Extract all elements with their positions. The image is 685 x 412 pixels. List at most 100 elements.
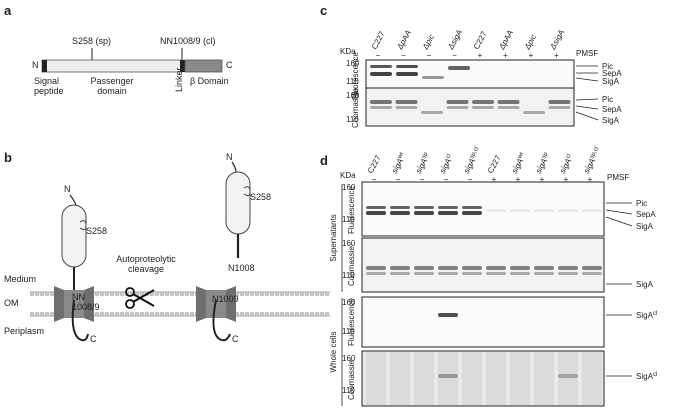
d-pmsf-label: PMSF xyxy=(607,173,629,182)
b-s258-right: S258 xyxy=(250,192,271,202)
gel-band xyxy=(510,209,530,212)
b-om-label: OM xyxy=(4,298,19,308)
c-lane-header: ΔsigA xyxy=(446,28,464,52)
b-c-left: C xyxy=(90,334,97,344)
b-s258-left: S258 xyxy=(86,226,107,236)
gel-band xyxy=(366,272,386,275)
c-fluorescence-bands xyxy=(370,65,470,79)
b-nn-left-2: 1008/9 xyxy=(72,302,100,312)
gel-lane-smear xyxy=(582,352,602,405)
d-mw-160-2: 160 xyxy=(342,239,356,248)
a-beta-segment xyxy=(184,59,223,73)
d-pmsf-sign: − xyxy=(372,175,377,184)
c-fluorescence-label: Fluorescence xyxy=(351,51,360,100)
c-mw-110-top: 110 xyxy=(346,77,359,86)
d-pmsf-sign: − xyxy=(444,175,449,184)
gel-lane-smear xyxy=(462,352,482,405)
c-pmsf-sign: + xyxy=(529,51,534,60)
d-pmsf-sign: + xyxy=(564,175,569,184)
gel-band xyxy=(421,111,443,114)
d-mw-110-1: 110 xyxy=(342,215,355,224)
d-wc-fluorescence-blot xyxy=(361,296,605,348)
gel-band xyxy=(497,100,520,104)
gel-band xyxy=(390,211,410,215)
d-lane-header: C227 xyxy=(366,153,383,175)
c-arrows-bot xyxy=(575,98,599,121)
c-lane-header: Δpic xyxy=(420,33,436,52)
panel-a-label: a xyxy=(4,3,12,18)
b-cleaved-protein: N S258 N1008 N1009 C xyxy=(196,152,271,344)
c-pmsf-sign: − xyxy=(427,51,432,60)
gel-band xyxy=(523,111,545,114)
c-kda-label: KDa xyxy=(340,47,356,56)
a-passenger-label: Passenger xyxy=(90,76,133,86)
a-linker-label: Linker xyxy=(174,67,184,92)
gel-band xyxy=(370,106,392,109)
c-pmsf-sign: − xyxy=(452,51,457,60)
d-pmsf-sign: + xyxy=(588,175,593,184)
gel-band xyxy=(390,266,410,270)
d-mw-160-3: 160 xyxy=(342,298,356,307)
gel-lane-smear xyxy=(558,352,578,405)
a-beta-label: β Domain xyxy=(190,76,229,86)
gel-band xyxy=(438,211,458,215)
gel-band xyxy=(486,272,506,275)
d-label-sepa: SepA xyxy=(636,210,656,219)
d-lane-header: sigAsp,cl xyxy=(582,146,603,175)
gel-band xyxy=(534,209,554,212)
gel-band xyxy=(448,66,470,70)
gel-lane-smear xyxy=(510,352,530,405)
d-mw-110-3: 110 xyxy=(342,327,355,336)
c-lane-header: C227 xyxy=(472,29,489,51)
d-label-siga-coomassie: SigA xyxy=(636,280,654,289)
d-lane-header: sigAwt xyxy=(390,151,408,175)
a-domain-label: domain xyxy=(97,86,127,96)
gel-band xyxy=(486,266,506,270)
gel-band xyxy=(438,272,458,275)
a-linker-segment xyxy=(180,60,185,72)
c-mw-160-bot: 160 xyxy=(346,91,360,100)
gel-band xyxy=(396,65,418,68)
a-passenger-bar xyxy=(41,59,183,73)
d-pmsf-sign: − xyxy=(468,175,473,184)
gel-band xyxy=(472,106,494,109)
d-fluorescence-label-1: Fluorescence xyxy=(347,185,356,234)
gel-band xyxy=(582,272,602,275)
c-pmsf-sign: + xyxy=(478,51,483,60)
gel-band xyxy=(558,266,578,270)
panel-c-label: c xyxy=(320,3,327,18)
a-signal-label: Signal xyxy=(34,76,59,86)
gel-lane-smear xyxy=(438,352,458,405)
d-mw-160-1: 160 xyxy=(342,183,356,192)
b-autoproteolytic-label: Autoproteolytic xyxy=(116,254,176,264)
gel-band xyxy=(395,100,418,104)
a-signal-segment xyxy=(42,60,47,72)
c-lane-header: ΔpAA xyxy=(395,29,413,52)
gel-band xyxy=(534,266,554,270)
d-mw-110-2: 110 xyxy=(342,271,355,280)
gel-band xyxy=(414,211,434,215)
gel-band xyxy=(438,206,458,209)
c-mw-110-bot: 110 xyxy=(346,115,359,124)
gel-lane-smear xyxy=(366,352,386,405)
gel-band xyxy=(486,209,506,212)
a-n-terminus: N xyxy=(32,60,39,70)
d-label-siga: SigA xyxy=(636,222,654,231)
gel-band xyxy=(366,266,386,270)
gel-band xyxy=(370,100,392,104)
c-label-siga-top: SigA xyxy=(602,77,620,86)
c-pmsf-label: PMSF xyxy=(576,49,598,58)
c-label-pic-bot: Pic xyxy=(602,95,613,104)
d-lane-header: C227 xyxy=(486,153,503,175)
c-pmsf-sign: + xyxy=(503,51,508,60)
d-kda-label: KDa xyxy=(340,171,356,180)
gel-band xyxy=(582,209,602,212)
gel-band xyxy=(414,206,434,209)
gel-band xyxy=(558,272,578,275)
a-c-terminus: C xyxy=(226,60,233,70)
b-n-left: N xyxy=(64,184,71,194)
d-label-sigacl-coom: SigAcl xyxy=(636,372,657,381)
